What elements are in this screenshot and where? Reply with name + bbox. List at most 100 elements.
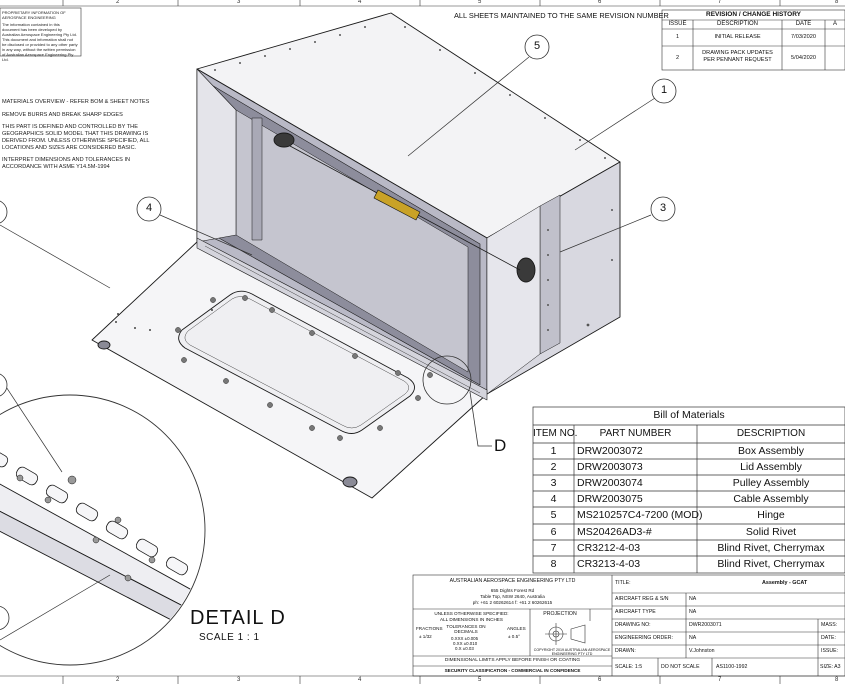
bom-grid <box>532 406 845 574</box>
note-line: DERIVED FROM. UNLESS OTHERWISE SPECIFIED… <box>2 138 150 144</box>
bom-description: Hinge <box>757 509 785 521</box>
revision-issue: 1 <box>675 34 680 40</box>
box-assembly <box>196 12 621 395</box>
note-line: GEOGRAPHICS SOLID MODEL THAT THIS DRAWIN… <box>2 131 149 137</box>
field-label: DRAWN: <box>615 648 636 654</box>
fractions-label: FRACTIONS <box>416 626 443 631</box>
detail-d-view <box>0 373 206 666</box>
detail-view-scale: SCALE 1 : 1 <box>199 632 260 643</box>
bom-description: Cable Assembly <box>733 493 809 505</box>
zone-number: 5 <box>478 0 482 5</box>
note-line: THIS PART IS DEFINED AND CONTROLLED BY T… <box>2 124 138 130</box>
bom-title: Bill of Materials <box>653 409 725 421</box>
bom-header-part: PART NUMBER <box>599 428 672 439</box>
title-label: TITLE: <box>615 580 631 586</box>
field-extra: MASS: <box>821 622 838 628</box>
zone-number: 6 <box>598 0 602 5</box>
balloon-leaders <box>0 56 656 289</box>
bom-header-item: ITEM NO. <box>533 428 578 439</box>
projection-label: PROJECTION <box>543 611 577 617</box>
bom-part: CR3213-4-03 <box>577 558 641 570</box>
field-value: NA <box>689 635 697 641</box>
zone-number: 6 <box>598 677 602 683</box>
note-line: ACCORDANCE WITH ASME Y14.5M-1994 <box>2 164 110 170</box>
field-value: NA <box>689 609 697 615</box>
revision-grid <box>661 9 845 71</box>
revision-table-title: REVISION / CHANGE HISTORY <box>706 11 801 18</box>
revision-description: DRAWING PACK UPDATES PER PENNANT REQUEST <box>702 50 773 63</box>
bom-part: MS210257C4-7200 (MOD) <box>577 509 703 521</box>
bom-item: 5 <box>550 509 557 521</box>
revision-date: 5/04/2020 <box>791 55 816 61</box>
revision-description: INITIAL RELEASE <box>714 34 761 40</box>
dimensional-limits: DIMENSIONAL LIMITS APPLY BEFORE FINISH O… <box>444 658 581 663</box>
tolerance-dims: ALL DIMENSIONS IN INCHES <box>440 617 503 622</box>
revision-note: ALL SHEETS MAINTAINED TO THE SAME REVISI… <box>454 11 669 20</box>
balloon-5: 4 <box>145 202 153 214</box>
note-line: INTERPRET DIMENSIONS AND TOLERANCES IN <box>2 157 131 163</box>
bom-item: 4 <box>550 493 557 505</box>
field-label: AIRCRAFT REG & S/N <box>615 596 669 602</box>
field-extra: DATE: <box>821 635 836 641</box>
detail-circle-d <box>422 355 472 405</box>
tolerance-label: TOLERANCES ON DECIMALS <box>446 624 486 634</box>
note-line: REMOVE BURRS AND BREAK SHARP EDGES <box>2 112 123 118</box>
company-name: AUSTRALIAN AEROSPACE ENGINEERING PTY LTD <box>449 578 576 584</box>
copyright-note: COPYRIGHT 2019 AUSTRALIAN AEROSPACE ENGI… <box>533 648 611 656</box>
company-phone: ph: +61 2 60262614 f: +61 2 60262615 <box>472 600 553 605</box>
revision-header-issue: ISSUE <box>668 21 687 27</box>
detail-leader <box>469 391 492 447</box>
field-value: DWR2003071 <box>689 622 722 628</box>
bom-item: 1 <box>550 445 557 457</box>
sheet-size: SIZE: A3 <box>820 664 841 670</box>
zone-number: 3 <box>237 0 241 5</box>
bom-description: Lid Assembly <box>740 461 802 473</box>
bom-item: 2 <box>550 461 557 473</box>
tolerance-value: 0.X ±0.03 <box>455 646 474 651</box>
zone-number: 7 <box>718 0 722 5</box>
balloon-circles <box>0 34 677 224</box>
detail-callout-label: D <box>494 436 507 455</box>
tolerance-value: 0.XX ±0.010 <box>453 641 478 646</box>
document-number: AS1100-1992 <box>716 664 748 670</box>
zone-number: 2 <box>116 0 120 5</box>
proprietary-box <box>0 7 82 57</box>
bom-description: Blind Rivet, Cherrymax <box>717 542 825 554</box>
angles-label: ANGLES <box>507 626 526 631</box>
company-address-2: Table Top, NSW 2640, Australia <box>480 594 545 599</box>
bom-description: Box Assembly <box>738 445 804 457</box>
bom-item: 3 <box>550 477 557 489</box>
lid-assembly <box>91 237 488 499</box>
fractions-value: ± 1/32 <box>419 634 432 639</box>
proprietary-body: The information contained in this docume… <box>2 22 78 62</box>
zone-number: 8 <box>835 0 839 5</box>
field-value: V.Johnston <box>689 648 715 654</box>
bom-item: 6 <box>550 526 557 538</box>
revision-header-description: DESCRIPTION <box>716 21 758 27</box>
angles-value: ± 0.5° <box>508 634 521 639</box>
bom-item: 8 <box>550 558 557 570</box>
company-address-1: 655 Dights Forest Rd <box>490 588 535 593</box>
zone-number: 3 <box>237 677 241 683</box>
note-line: MATERIALS OVERVIEW - REFER BOM & SHEET N… <box>2 99 150 105</box>
bom-description: Blind Rivet, Cherrymax <box>717 558 825 570</box>
bom-item: 7 <box>550 542 557 554</box>
zone-number: 8 <box>835 677 839 683</box>
field-label: AIRCRAFT TYPE <box>615 609 656 615</box>
detail-view-label: DETAIL D <box>190 607 286 629</box>
balloon-4: 5 <box>533 40 541 52</box>
bom-part: MS20426AD3-# <box>577 526 652 538</box>
bom-description: Solid Rivet <box>745 526 797 538</box>
bom-part: DRW2003073 <box>577 461 643 473</box>
field-extra: ISSUE: <box>821 648 839 654</box>
balloon-3: 3 <box>659 202 667 214</box>
revision-date: 7/03/2020 <box>791 34 816 40</box>
bom-description: Pulley Assembly <box>732 477 810 489</box>
balloon-1: 1 <box>660 84 668 96</box>
tolerance-value: 0.XXX ±0.005 <box>451 636 479 641</box>
zone-number: 7 <box>718 677 722 683</box>
bom-part: DRW2003074 <box>577 477 643 489</box>
zone-number: 5 <box>478 677 482 683</box>
drawing-title: Assembly - GCAT <box>762 580 808 586</box>
